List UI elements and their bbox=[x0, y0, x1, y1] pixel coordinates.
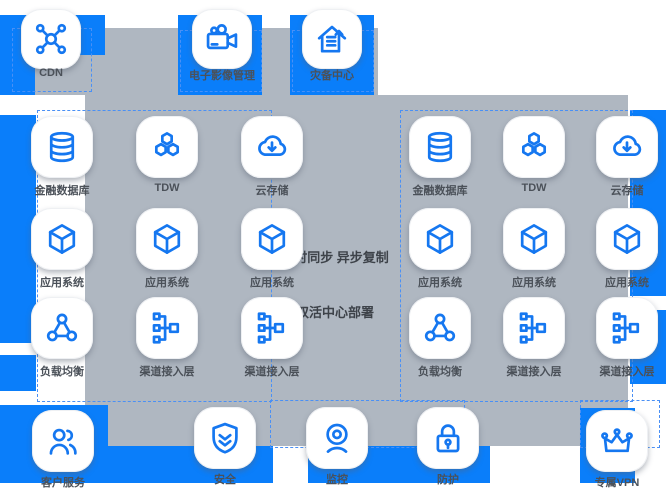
node-image-management-label: 电子影像管理 bbox=[189, 70, 255, 82]
node-left-cube-r2c2 bbox=[136, 208, 198, 270]
node-right-channel-tree-r3c3-label: 渠道接入层 bbox=[599, 366, 655, 378]
node-left-channel-tree-r3c2 bbox=[136, 297, 198, 359]
node-protection bbox=[417, 407, 479, 469]
cube-icon bbox=[43, 220, 81, 258]
users-icon bbox=[44, 422, 82, 460]
node-right-cube-r2c2-label: 应用系统 bbox=[512, 277, 556, 289]
cube-icon bbox=[515, 220, 553, 258]
node-right-database-r1c1-label: 金融数据库 bbox=[412, 185, 468, 197]
node-left-load-balancer-r3c1-label: 负载均衡 bbox=[40, 366, 84, 378]
node-left-hex-cluster-r1c2 bbox=[136, 116, 198, 178]
node-image-management bbox=[192, 9, 252, 69]
node-right-cube-r2c1 bbox=[409, 208, 471, 270]
node-left-cube-r2c2-label: 应用系统 bbox=[145, 277, 189, 289]
shield-check-icon bbox=[206, 419, 244, 457]
channel-tree-icon bbox=[148, 309, 186, 347]
hex-cluster-icon bbox=[148, 128, 186, 166]
node-customer-service-label: 客户服务 bbox=[41, 477, 85, 489]
load-balancer-icon bbox=[421, 309, 459, 347]
node-security-label: 安全 bbox=[214, 474, 236, 486]
left-blue-strip-lower bbox=[0, 355, 36, 391]
node-disaster-recovery bbox=[302, 9, 362, 69]
node-monitoring-label: 监控 bbox=[326, 474, 348, 486]
node-right-hex-cluster-r1c2 bbox=[503, 116, 565, 178]
webcam-icon bbox=[318, 419, 356, 457]
node-right-channel-tree-r3c2 bbox=[503, 297, 565, 359]
cube-icon bbox=[148, 220, 186, 258]
database-icon bbox=[421, 128, 459, 166]
node-left-database-r1c1 bbox=[31, 116, 93, 178]
node-right-database-r1c1 bbox=[409, 116, 471, 178]
node-right-cube-r2c1-label: 应用系统 bbox=[418, 277, 462, 289]
node-right-load-balancer-r3c1-label: 负载均衡 bbox=[418, 366, 462, 378]
node-left-load-balancer-r3c1 bbox=[31, 297, 93, 359]
cube-icon bbox=[608, 220, 646, 258]
hex-cluster-icon bbox=[515, 128, 553, 166]
node-vpn-label: 专属VPN bbox=[594, 477, 640, 489]
node-left-cube-r2c1-label: 应用系统 bbox=[40, 277, 84, 289]
node-right-hex-cluster-r1c2-label: TDW bbox=[521, 182, 547, 194]
cloud-download-icon bbox=[253, 128, 291, 166]
cube-icon bbox=[421, 220, 459, 258]
node-right-channel-tree-r3c3 bbox=[596, 297, 658, 359]
node-right-channel-tree-r3c2-label: 渠道接入层 bbox=[506, 366, 562, 378]
node-left-cube-r2c3 bbox=[241, 208, 303, 270]
node-left-hex-cluster-r1c2-label: TDW bbox=[154, 182, 180, 194]
cdn-network-icon bbox=[32, 20, 70, 58]
node-right-cube-r2c3 bbox=[596, 208, 658, 270]
database-icon bbox=[43, 128, 81, 166]
sync-annotation: 实时同步 异步复制 bbox=[281, 250, 389, 265]
node-protection-label: 防护 bbox=[437, 474, 459, 486]
node-right-load-balancer-r3c1 bbox=[409, 297, 471, 359]
node-left-cube-r2c1 bbox=[31, 208, 93, 270]
node-cdn bbox=[21, 9, 81, 69]
node-security bbox=[194, 407, 256, 469]
channel-tree-icon bbox=[253, 309, 291, 347]
node-left-channel-tree-r3c3-label: 渠道接入层 bbox=[244, 366, 300, 378]
node-right-cube-r2c2 bbox=[503, 208, 565, 270]
node-vpn bbox=[586, 410, 648, 472]
node-left-channel-tree-r3c2-label: 渠道接入层 bbox=[139, 366, 195, 378]
crown-icon bbox=[598, 422, 636, 460]
load-balancer-icon bbox=[43, 309, 81, 347]
node-monitoring bbox=[306, 407, 368, 469]
video-camera-icon bbox=[203, 20, 241, 58]
node-left-cube-r2c3-label: 应用系统 bbox=[250, 277, 294, 289]
node-left-cloud-download-r1c3 bbox=[241, 116, 303, 178]
node-right-cube-r2c3-label: 应用系统 bbox=[605, 277, 649, 289]
node-right-cloud-download-r1c3-label: 云存储 bbox=[610, 185, 644, 197]
node-right-cloud-download-r1c3 bbox=[596, 116, 658, 178]
lock-icon bbox=[429, 419, 467, 457]
cube-icon bbox=[253, 220, 291, 258]
node-disaster-recovery-label: 灾备中心 bbox=[310, 70, 354, 82]
deploy-annotation: 双活中心部署 bbox=[295, 305, 374, 320]
house-archive-icon bbox=[313, 20, 351, 58]
node-left-database-r1c1-label: 金融数据库 bbox=[34, 185, 90, 197]
channel-tree-icon bbox=[608, 309, 646, 347]
node-left-cloud-download-r1c3-label: 云存储 bbox=[255, 185, 289, 197]
node-cdn-label: CDN bbox=[39, 67, 63, 79]
cloud-download-icon bbox=[608, 128, 646, 166]
channel-tree-icon bbox=[515, 309, 553, 347]
node-left-channel-tree-r3c3 bbox=[241, 297, 303, 359]
left-blue-strip-upper bbox=[0, 115, 36, 343]
node-customer-service bbox=[32, 410, 94, 472]
